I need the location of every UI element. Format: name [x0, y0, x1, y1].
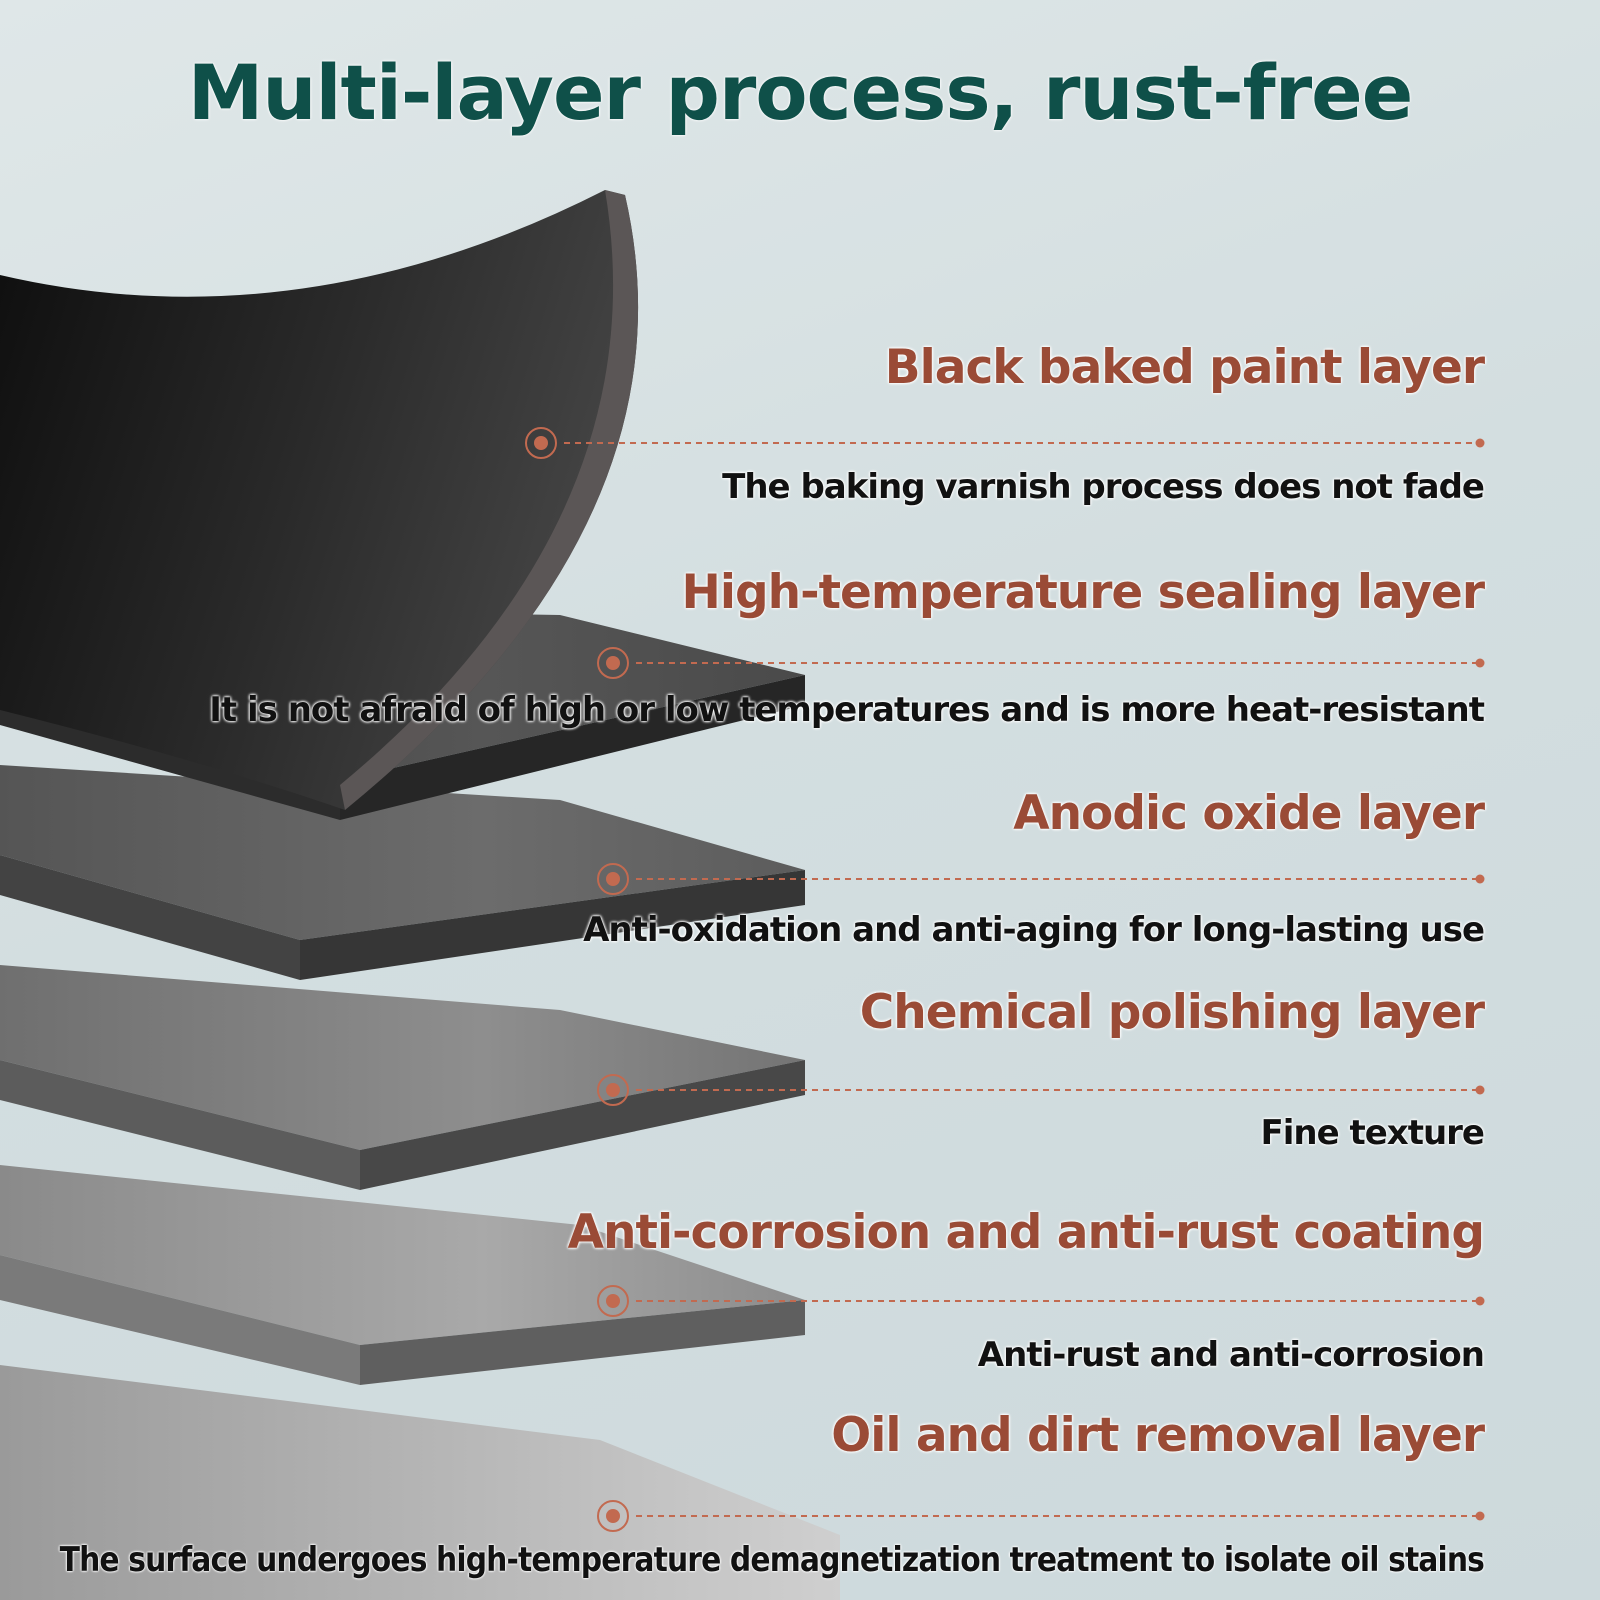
layer-description-1: The baking varnish process does not fade	[722, 467, 1485, 507]
connector-5	[597, 1285, 1485, 1317]
plate-5	[0, 1165, 805, 1385]
connector-2	[597, 647, 1485, 679]
layer-description-5: Anti-rust and anti-corrosion	[977, 1335, 1485, 1375]
layer-title-2: High-temperature sealing layer	[681, 565, 1485, 620]
page-title: Multi-layer process, rust-free	[187, 48, 1414, 137]
layer-title-4: Chemical polishing layer	[859, 985, 1485, 1040]
layer-description-3: Anti-oxidation and anti-aging for long-l…	[583, 910, 1485, 950]
layer-title-1: Black baked paint layer	[884, 340, 1485, 395]
plate-3	[0, 765, 805, 980]
curved-paint-layer	[0, 190, 639, 810]
layer-title-6: Oil and dirt removal layer	[831, 1408, 1485, 1463]
plate-6	[0, 1365, 840, 1600]
connector-4	[597, 1074, 1485, 1106]
layer-description-2: It is not afraid of high or low temperat…	[209, 690, 1485, 730]
layer-description-4: Fine texture	[1260, 1113, 1485, 1153]
plate-4	[0, 965, 805, 1190]
connector-1	[525, 427, 1485, 459]
layer-description-6: The surface undergoes high-temperature d…	[59, 1540, 1485, 1580]
connector-3	[597, 863, 1485, 895]
layer-title-3: Anodic oxide layer	[1013, 786, 1485, 841]
layer-title-5: Anti-corrosion and anti-rust coating	[567, 1205, 1485, 1260]
connector-6	[597, 1500, 1485, 1532]
